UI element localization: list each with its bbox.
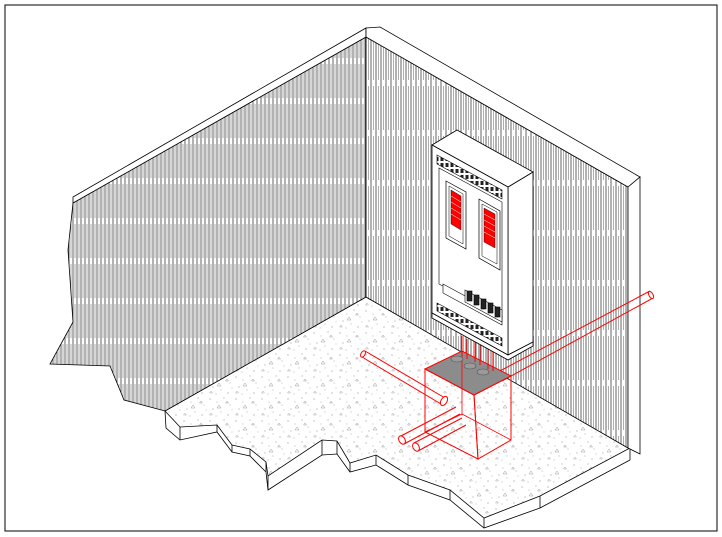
conduit-left-a [364, 350, 446, 399]
back-wall-end [627, 176, 641, 455]
drawing-border [4, 4, 718, 532]
cabinet-side [507, 171, 534, 356]
terminal-block [442, 283, 503, 326]
conduit-left-b [361, 356, 442, 405]
floor-slab [164, 296, 631, 529]
cabinet-base [431, 312, 534, 361]
cabinet-icon [431, 129, 534, 361]
floor-surface [164, 296, 631, 519]
left-wall [49, 27, 367, 412]
cabinet-top-vents [436, 154, 503, 200]
conduit-front [398, 406, 467, 452]
breaker-panel-right [478, 198, 501, 271]
conduit-right-a [497, 290, 651, 373]
breaker-panel-left [445, 180, 467, 250]
conduit-right-b [501, 297, 654, 382]
conduit-icon [360, 290, 655, 407]
junction-box-icon [423, 336, 513, 460]
cabinet-bottom-vents [436, 302, 503, 347]
